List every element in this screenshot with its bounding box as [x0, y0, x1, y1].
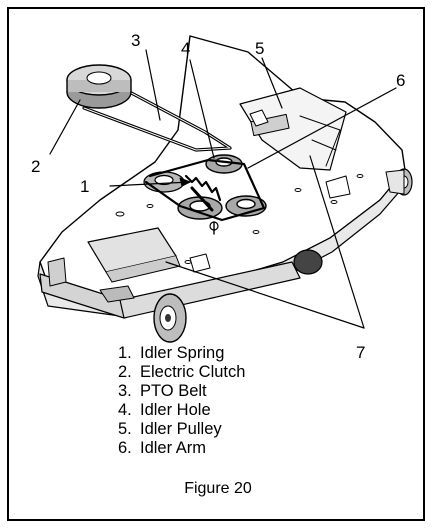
legend-label: Idler Spring — [140, 344, 225, 362]
legend-item: 6. Idler Arm — [118, 439, 245, 458]
front-caster-wheel — [153, 293, 187, 343]
deck-belt — [144, 158, 266, 222]
legend-label: Idler Pulley — [140, 420, 222, 438]
callout-2: 2 — [31, 157, 41, 176]
legend-item: 2. Electric Clutch — [118, 363, 245, 382]
callout-5: 5 — [255, 39, 265, 58]
legend-label: Idler Hole — [140, 401, 211, 419]
side-tab — [325, 175, 351, 199]
rear-tab — [249, 109, 269, 127]
legend-item: 4. Idler Hole — [118, 401, 245, 420]
legend-number: 4. — [118, 401, 132, 419]
legend-label: PTO Belt — [140, 382, 207, 400]
rear-shroud — [239, 87, 347, 171]
callout-7: 7 — [356, 343, 366, 362]
idler-spring — [184, 174, 222, 202]
figure-caption: Figure 20 — [184, 480, 252, 497]
callout-3: 3 — [131, 31, 141, 50]
front-hitch — [99, 285, 135, 303]
leader-lines — [49, 49, 397, 329]
rear-caster-wheel — [385, 168, 413, 196]
parts-legend: 1. Idler Spring 2. Electric Clutch 3. PTO B… — [118, 344, 245, 458]
legend-item: 5. Idler Pulley — [118, 420, 245, 439]
legend-number: 2. — [118, 363, 132, 381]
legend-item: 3. PTO Belt — [118, 382, 245, 401]
legend-number: 5. — [118, 420, 132, 438]
legend-label: Electric Clutch — [140, 363, 246, 381]
callout-6: 6 — [396, 71, 406, 90]
side-tab-2 — [189, 253, 211, 273]
legend-label: Idler Arm — [140, 439, 207, 457]
callout-1-arrowhead — [179, 177, 191, 187]
legend-item: 1. Idler Spring — [118, 344, 245, 363]
legend-number: 3. — [118, 382, 132, 400]
front-right-roller — [293, 249, 323, 275]
deck-holes — [115, 174, 364, 264]
callout-1: 1 — [80, 177, 90, 196]
legend-number: 6. — [118, 439, 132, 457]
legend-number: 1. — [118, 344, 132, 362]
callout-4: 4 — [181, 39, 191, 58]
electric-clutch — [66, 64, 132, 109]
left-bracket — [47, 257, 67, 287]
